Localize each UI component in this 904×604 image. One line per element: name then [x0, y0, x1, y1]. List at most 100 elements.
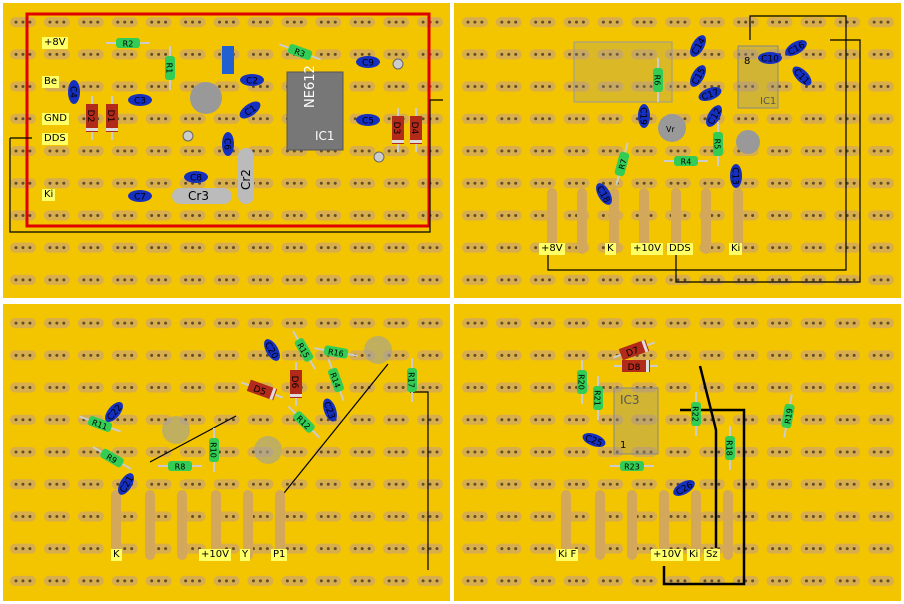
diode-label: D8	[628, 363, 641, 373]
hole	[811, 246, 815, 250]
hole	[299, 547, 303, 551]
hole	[581, 482, 585, 486]
p4-label-sz: Sz	[704, 549, 720, 561]
hole	[500, 278, 504, 282]
capacitor-label: C8	[190, 174, 202, 184]
hole	[89, 514, 93, 518]
hole	[353, 579, 357, 583]
hole	[225, 321, 228, 325]
hole	[184, 321, 188, 325]
diode-label: D3	[391, 122, 401, 135]
hole	[123, 20, 127, 24]
hole	[130, 450, 134, 454]
hole	[231, 353, 235, 357]
hole	[649, 579, 653, 583]
hole	[615, 547, 619, 551]
hole	[428, 246, 432, 250]
hole	[541, 514, 545, 518]
hole	[130, 353, 134, 357]
hole	[89, 386, 93, 390]
hole	[292, 547, 296, 551]
hole	[845, 579, 849, 583]
hole	[635, 181, 639, 185]
hole	[568, 181, 572, 185]
hole	[466, 482, 470, 486]
hole	[184, 450, 188, 454]
hole	[737, 117, 741, 121]
hole	[333, 579, 337, 583]
hole	[421, 278, 425, 282]
hole	[421, 85, 425, 89]
hole	[258, 117, 262, 121]
hole	[751, 85, 755, 89]
hole	[838, 20, 842, 24]
hole	[367, 482, 371, 486]
hole	[818, 450, 822, 454]
hole	[751, 353, 755, 357]
hole	[466, 278, 470, 282]
hole	[299, 20, 303, 24]
hole	[231, 246, 235, 250]
hole	[394, 246, 398, 250]
hole	[360, 246, 364, 250]
hole	[649, 278, 653, 282]
hole	[55, 20, 59, 24]
hole	[55, 149, 59, 153]
panel2-ic-ref: IC1	[760, 96, 776, 107]
hole	[319, 450, 323, 454]
hole	[473, 547, 477, 551]
hole	[676, 20, 680, 24]
hole	[500, 450, 504, 454]
hole	[435, 246, 439, 250]
hole	[683, 20, 687, 24]
hole	[514, 386, 518, 390]
hole	[649, 149, 653, 153]
hole	[872, 213, 876, 217]
vertical-strip	[547, 188, 557, 254]
hole	[353, 117, 357, 121]
hole	[218, 213, 222, 217]
hole	[751, 547, 755, 551]
hole	[744, 278, 748, 282]
hole	[683, 386, 687, 390]
hole	[500, 418, 504, 422]
hole	[353, 85, 357, 89]
vertical-strip	[145, 490, 155, 560]
hole	[642, 450, 646, 454]
hole	[744, 52, 748, 56]
hole	[744, 246, 748, 250]
hole	[771, 353, 775, 357]
p3-label-p1: P1	[271, 549, 288, 561]
hole	[480, 514, 484, 518]
hole	[231, 514, 235, 518]
hole	[872, 52, 876, 56]
hole	[548, 579, 552, 583]
hole	[568, 482, 572, 486]
hole	[710, 278, 714, 282]
hole	[717, 278, 721, 282]
hole	[507, 149, 511, 153]
hole	[737, 418, 741, 422]
hole	[818, 117, 822, 121]
hole	[251, 321, 255, 325]
hole	[804, 246, 808, 250]
hole	[333, 213, 337, 217]
hole	[778, 482, 782, 486]
hole	[435, 278, 439, 282]
hole	[852, 246, 856, 250]
hole	[326, 579, 330, 583]
hole	[717, 353, 721, 357]
hole	[852, 181, 856, 185]
hole	[771, 418, 775, 422]
hole	[367, 579, 371, 583]
hole	[55, 547, 59, 551]
hole	[466, 213, 470, 217]
hole	[568, 213, 572, 217]
hole	[435, 85, 439, 89]
hole	[548, 52, 552, 56]
hole	[89, 213, 93, 217]
hole	[466, 418, 470, 422]
hole	[574, 579, 578, 583]
hole	[191, 149, 195, 153]
hole	[48, 149, 52, 153]
